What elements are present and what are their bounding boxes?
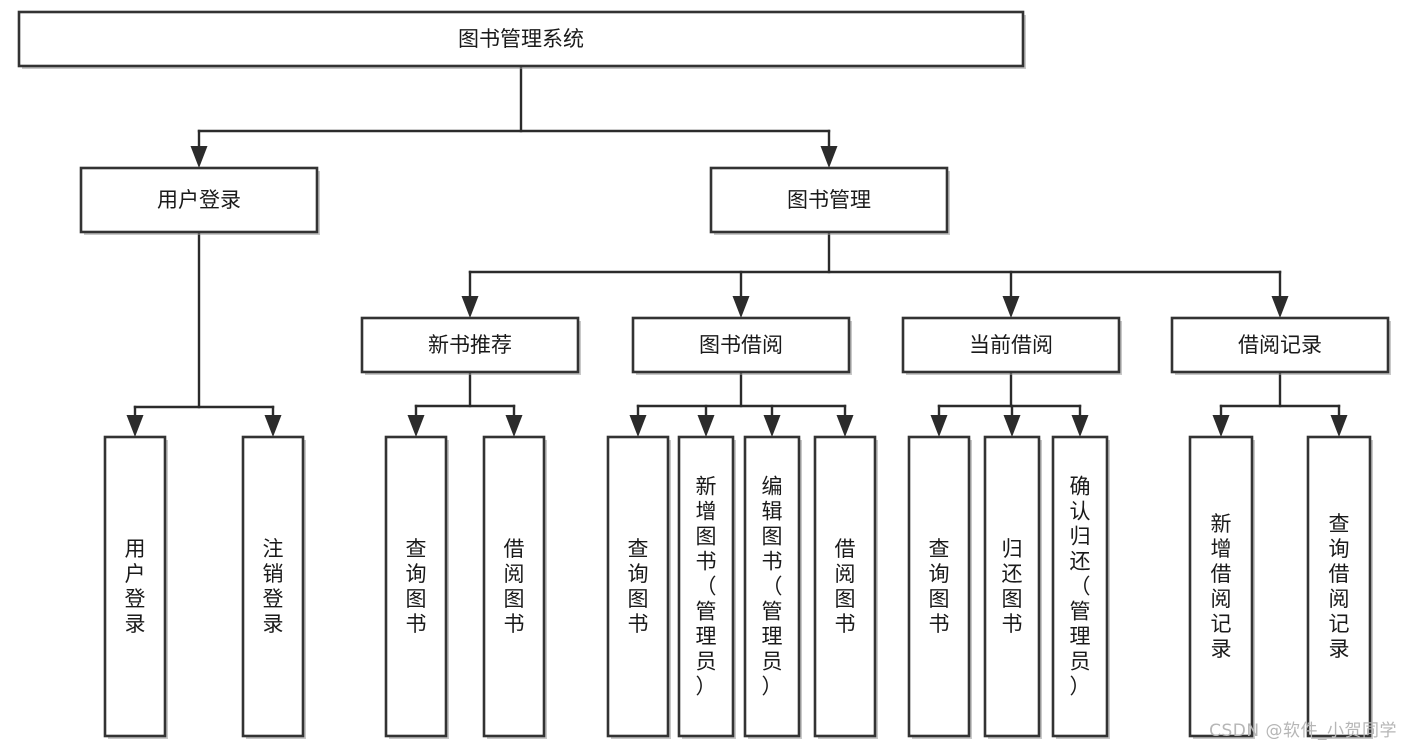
node-root[interactable]: 图书管理系统: [17, 10, 1026, 69]
node-label: 查询图书: [406, 537, 427, 636]
node-add-book-admin[interactable]: 新增图书（管理员）: [677, 435, 736, 739]
arrow-head-icon: [1271, 296, 1289, 318]
node-edit-book-admin[interactable]: 编辑图书（管理员）: [743, 435, 802, 739]
node-label: 借阅图书: [835, 537, 856, 636]
arrow-head-icon: [190, 146, 208, 168]
node-label: 用户登录: [125, 537, 146, 636]
node-label: 查询图书: [929, 537, 950, 636]
node-label: 确认归还（管理员）: [1070, 475, 1091, 699]
node-query-book-3[interactable]: 查询图书: [907, 435, 972, 739]
node-user-logout[interactable]: 注销登录: [241, 435, 306, 739]
node-query-book-1[interactable]: 查询图书: [384, 435, 449, 739]
node-book-manage[interactable]: 图书管理: [709, 166, 950, 235]
node-confirm-return-admin[interactable]: 确认归还（管理员）: [1051, 435, 1110, 739]
node-label: 新增图书（管理员）: [696, 475, 717, 699]
arrow-head-icon: [820, 146, 838, 168]
node-layer: 图书管理系统用户登录用户登录注销登录图书管理新书推荐查询图书借阅图书图书借阅查询…: [17, 10, 1391, 739]
node-user-login[interactable]: 用户登录: [79, 166, 320, 235]
node-label: 注销登录: [263, 537, 284, 636]
arrow-head-icon: [732, 296, 750, 318]
arrow-head-icon: [1212, 415, 1230, 437]
node-user-login-do[interactable]: 用户登录: [103, 435, 168, 739]
node-label: 新书推荐: [428, 333, 512, 357]
node-label: 借阅记录: [1238, 333, 1322, 357]
node-current-borrow[interactable]: 当前借阅: [901, 316, 1122, 375]
node-label: 用户登录: [157, 188, 241, 212]
node-add-borrow-record[interactable]: 新增借阅记录: [1188, 435, 1255, 739]
arrow-head-icon: [1071, 415, 1089, 437]
arrow-head-icon: [1330, 415, 1348, 437]
arrow-head-icon: [126, 415, 144, 437]
node-label: 图书管理系统: [458, 27, 584, 51]
arrow-head-icon: [629, 415, 647, 437]
arrow-head-icon: [836, 415, 854, 437]
node-query-borrow-record[interactable]: 查询借阅记录: [1306, 435, 1373, 739]
arrow-head-icon: [697, 415, 715, 437]
arrow-head-icon: [1003, 415, 1021, 437]
arrow-head-icon: [264, 415, 282, 437]
arrow-head-icon: [505, 415, 523, 437]
node-label: 借阅图书: [504, 537, 525, 636]
node-new-book-recommend[interactable]: 新书推荐: [360, 316, 581, 375]
arrow-head-icon: [461, 296, 479, 318]
node-return-book[interactable]: 归还图书: [983, 435, 1042, 739]
arrow-head-icon: [1002, 296, 1020, 318]
node-label: 当前借阅: [969, 333, 1053, 357]
node-label: 查询借阅记录: [1329, 512, 1350, 661]
arrow-head-icon: [930, 415, 948, 437]
node-borrow-record[interactable]: 借阅记录: [1170, 316, 1391, 375]
csdn-watermark: CSDN @软件_小贺同学: [1209, 721, 1397, 741]
node-label: 归还图书: [1002, 537, 1023, 636]
node-borrow-book-1[interactable]: 借阅图书: [482, 435, 547, 739]
node-book-borrow[interactable]: 图书借阅: [631, 316, 852, 375]
node-query-book-2[interactable]: 查询图书: [606, 435, 671, 739]
connector-layer: [126, 64, 1348, 437]
node-label: 图书借阅: [699, 333, 783, 357]
node-label: 新增借阅记录: [1211, 512, 1232, 661]
node-label: 查询图书: [628, 537, 649, 636]
node-label: 编辑图书（管理员）: [762, 475, 783, 699]
arrow-head-icon: [763, 415, 781, 437]
arrow-head-icon: [407, 415, 425, 437]
node-label: 图书管理: [787, 188, 871, 212]
node-borrow-book-2[interactable]: 借阅图书: [813, 435, 878, 739]
